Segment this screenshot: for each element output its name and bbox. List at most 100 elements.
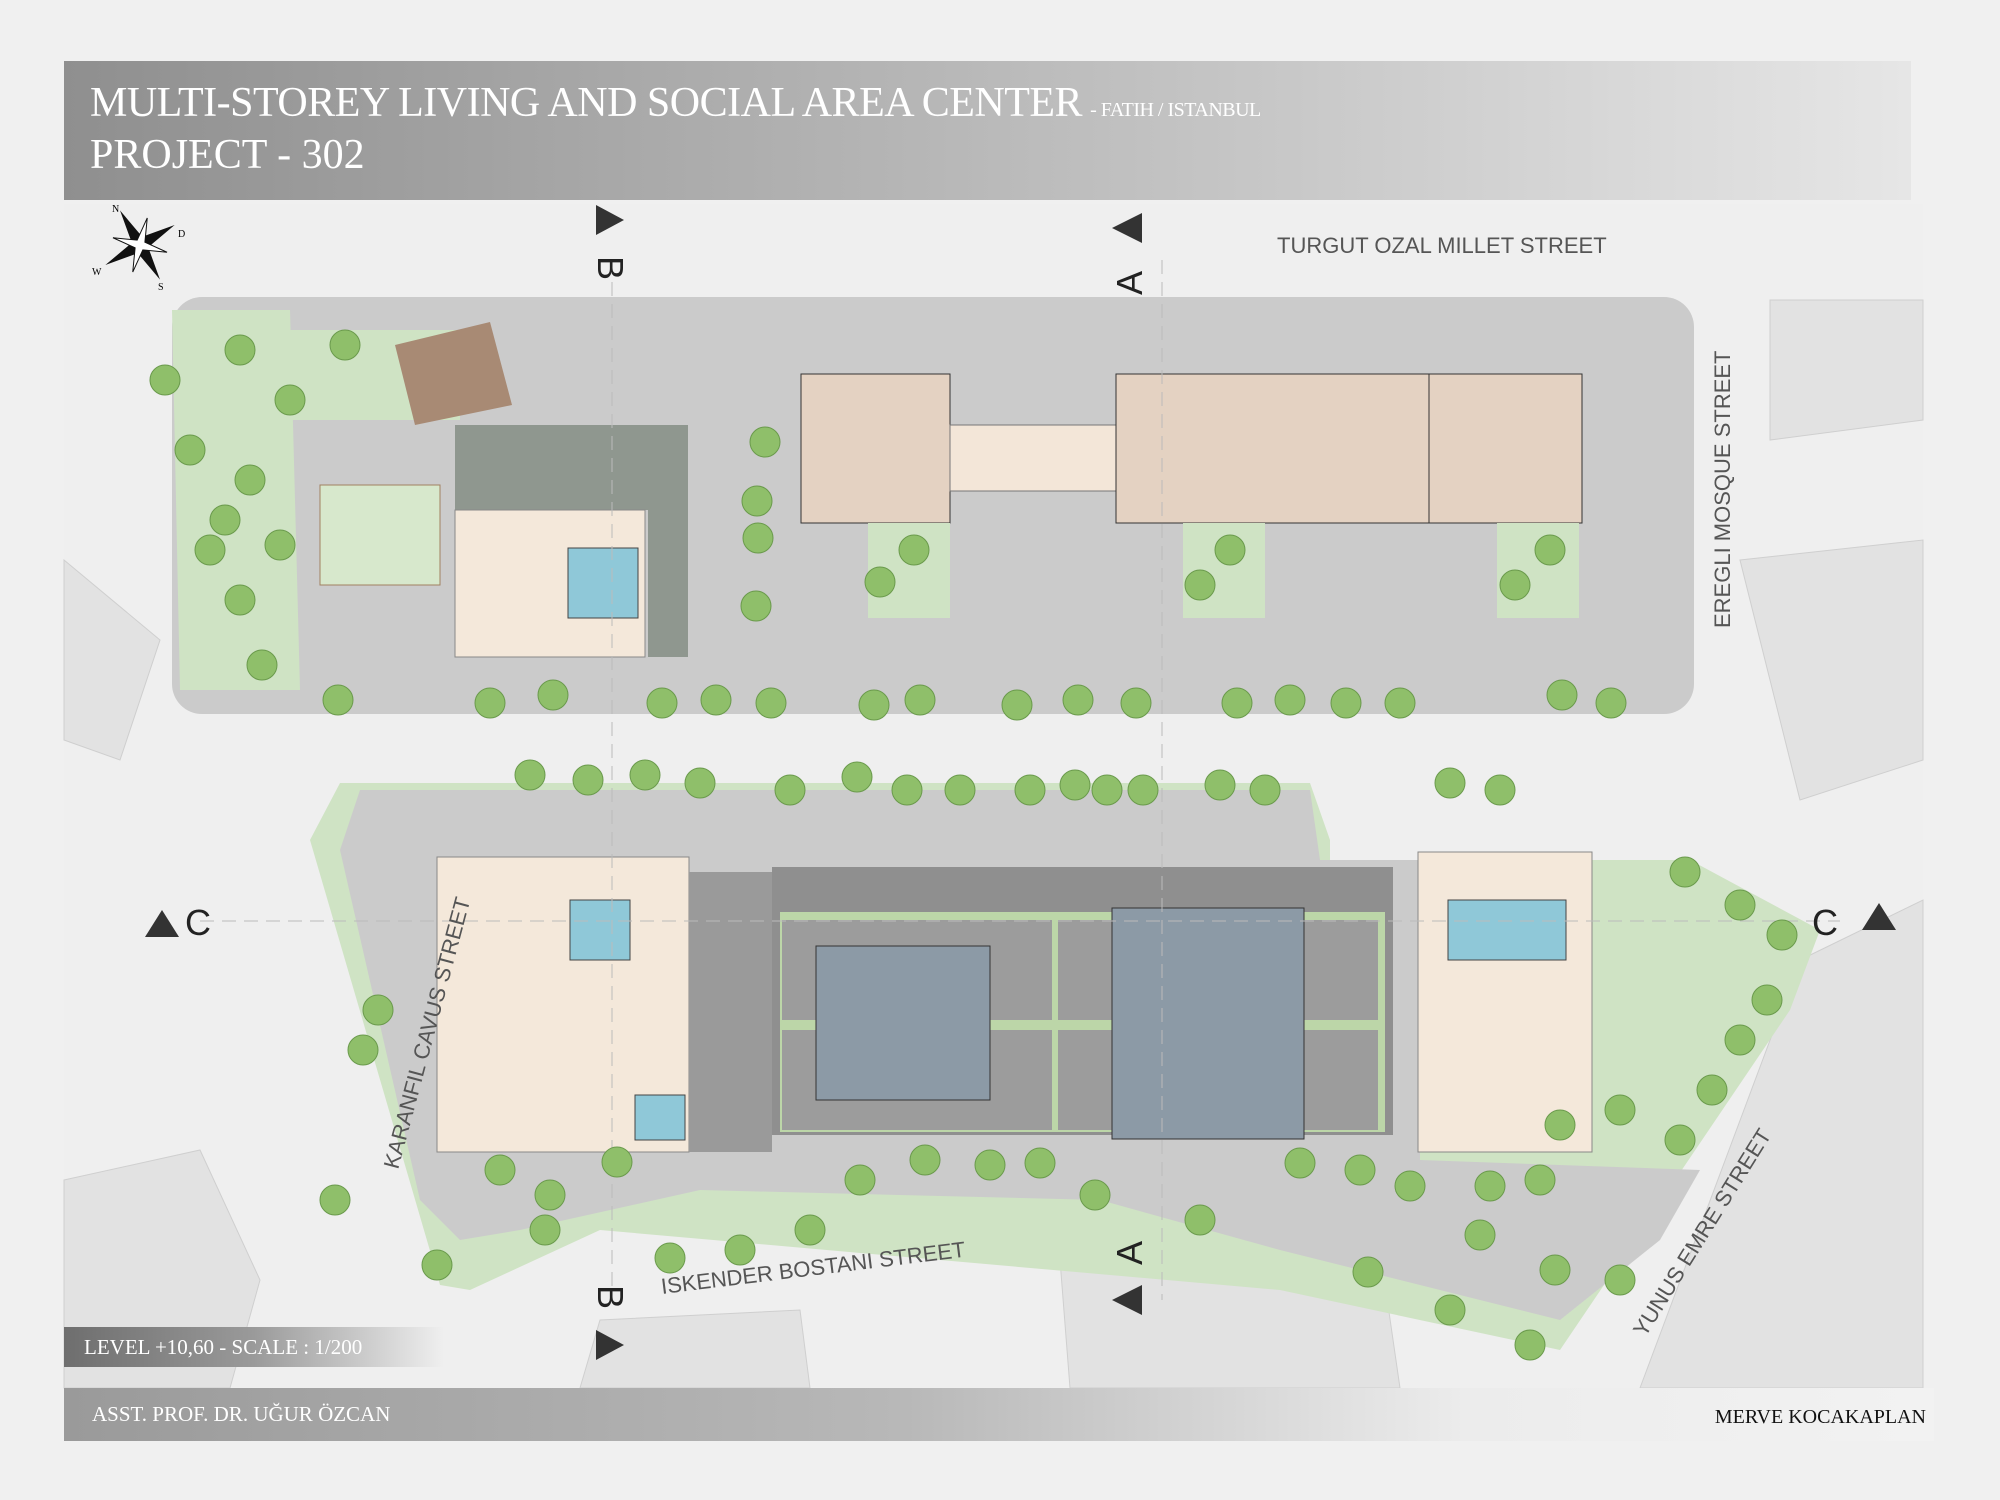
street-label-north: TURGUT OZAL MILLET STREET bbox=[1277, 233, 1607, 258]
skylight bbox=[567, 547, 639, 619]
section-marker-b-top: B bbox=[590, 205, 631, 280]
tree bbox=[572, 764, 604, 796]
bridge bbox=[949, 424, 1117, 492]
tree bbox=[844, 1164, 876, 1196]
tree bbox=[1604, 1094, 1636, 1126]
tree bbox=[1751, 984, 1783, 1016]
tree bbox=[741, 485, 773, 517]
tree bbox=[1384, 687, 1416, 719]
plan-wing-center bbox=[1115, 373, 1430, 524]
tree bbox=[274, 384, 306, 416]
svg-text:B: B bbox=[590, 256, 631, 280]
tree bbox=[891, 774, 923, 806]
tree bbox=[224, 584, 256, 616]
tree bbox=[1352, 1256, 1384, 1288]
tree bbox=[944, 774, 976, 806]
existing-building-roof bbox=[395, 322, 512, 425]
tree bbox=[974, 1149, 1006, 1181]
section-marker-c-right: C bbox=[1812, 902, 1896, 943]
tree bbox=[1221, 687, 1253, 719]
svg-text:W: W bbox=[92, 267, 102, 278]
svg-text:D: D bbox=[178, 229, 185, 240]
tree bbox=[1274, 684, 1306, 716]
green-roof-stripe-lower bbox=[689, 872, 772, 1152]
tree bbox=[1127, 774, 1159, 806]
tree bbox=[1544, 1109, 1576, 1141]
tree bbox=[904, 684, 936, 716]
tree bbox=[1766, 919, 1798, 951]
tree bbox=[149, 364, 181, 396]
title-band: MULTI-STOREY LIVING AND SOCIAL AREA CENT… bbox=[64, 61, 1911, 200]
project-number: PROJECT - 302 bbox=[90, 132, 365, 178]
svg-text:A: A bbox=[1109, 1241, 1150, 1265]
tree bbox=[909, 1144, 941, 1176]
tree bbox=[264, 529, 296, 561]
tree bbox=[362, 994, 394, 1026]
tree bbox=[749, 426, 781, 458]
tree bbox=[329, 329, 361, 361]
section-marker-b-bottom: B bbox=[590, 1285, 631, 1360]
tree bbox=[1284, 1147, 1316, 1179]
tree bbox=[724, 1234, 756, 1266]
svg-text:C: C bbox=[1812, 902, 1838, 943]
tree bbox=[1204, 769, 1236, 801]
project-title: MULTI-STOREY LIVING AND SOCIAL AREA CENT… bbox=[90, 80, 1261, 126]
tree bbox=[1484, 774, 1516, 806]
tree bbox=[224, 334, 256, 366]
tree bbox=[1014, 774, 1046, 806]
tree bbox=[1394, 1170, 1426, 1202]
level-scale-label: LEVEL +10,60 - SCALE : 1/200 bbox=[64, 1327, 444, 1367]
author-name: MERVE KOCAKAPLAN bbox=[1714, 1406, 1926, 1428]
tree bbox=[174, 434, 206, 466]
tree bbox=[1091, 774, 1123, 806]
tree bbox=[1464, 1219, 1496, 1251]
svg-text:N: N bbox=[112, 204, 119, 215]
tree bbox=[1079, 1179, 1111, 1211]
tree bbox=[601, 1146, 633, 1178]
tree bbox=[1664, 1124, 1696, 1156]
tree bbox=[774, 774, 806, 806]
tree bbox=[1539, 1254, 1571, 1286]
tree bbox=[1514, 1329, 1546, 1361]
tree bbox=[1534, 534, 1566, 566]
tree bbox=[794, 1214, 826, 1246]
tree bbox=[700, 684, 732, 716]
tree bbox=[1546, 679, 1578, 711]
tree bbox=[858, 689, 890, 721]
tree bbox=[234, 464, 266, 496]
tree bbox=[1434, 767, 1466, 799]
tree bbox=[1669, 856, 1701, 888]
svg-text:A: A bbox=[1109, 271, 1150, 295]
project-location: - FATIH / ISTANBUL bbox=[1090, 99, 1261, 121]
tree bbox=[1696, 1074, 1728, 1106]
tree bbox=[740, 590, 772, 622]
tree bbox=[684, 767, 716, 799]
lower-east-building bbox=[1417, 851, 1593, 1153]
footer-band: ASST. PROF. DR. UĞUR ÖZCAN MERVE KOCAKAP… bbox=[64, 1388, 1934, 1441]
tree bbox=[421, 1249, 453, 1281]
tree bbox=[1249, 774, 1281, 806]
trees bbox=[149, 329, 1798, 1361]
tree bbox=[1024, 1147, 1056, 1179]
advisor-name: ASST. PROF. DR. UĞUR ÖZCAN bbox=[92, 1402, 391, 1426]
plan-wing-west bbox=[800, 373, 951, 524]
tree bbox=[1062, 684, 1094, 716]
tree bbox=[864, 566, 896, 598]
tree bbox=[1595, 687, 1627, 719]
tree bbox=[529, 1214, 561, 1246]
tree bbox=[537, 679, 569, 711]
plan-wing-east bbox=[1428, 373, 1583, 524]
level-scale-text: LEVEL +10,60 - SCALE : 1/200 bbox=[84, 1335, 363, 1359]
tree bbox=[246, 649, 278, 681]
section-marker-a-top: A bbox=[1109, 213, 1150, 295]
tree bbox=[1184, 569, 1216, 601]
tree bbox=[646, 687, 678, 719]
section-marker-a-bottom: A bbox=[1109, 1241, 1150, 1315]
section-marker-c-left: C bbox=[145, 902, 211, 943]
tree bbox=[1434, 1294, 1466, 1326]
tree bbox=[514, 759, 546, 791]
tree bbox=[1214, 534, 1246, 566]
tree bbox=[474, 687, 506, 719]
tree bbox=[534, 1179, 566, 1211]
